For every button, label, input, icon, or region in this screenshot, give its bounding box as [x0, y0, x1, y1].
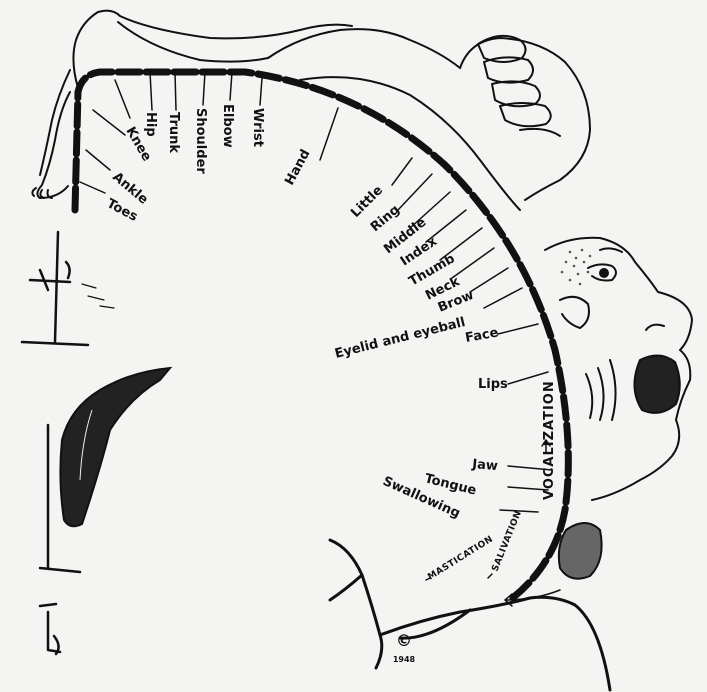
arrows [425, 439, 561, 607]
body-part-labels: Toes Ankle Knee Hip Trunk Shoulder Elbow… [104, 104, 557, 583]
label-ring: Ring [368, 202, 403, 235]
label-eyelid-eyeball: Eyelid and eyeball [333, 315, 467, 362]
copyright-symbol: © [396, 631, 412, 650]
leg-figure [31, 9, 353, 199]
face-figure [544, 236, 693, 501]
label-vocalization: VOCALIZATION [542, 380, 557, 500]
label-hip: Hip [143, 112, 158, 137]
label-trunk: Trunk [166, 112, 181, 153]
dash-marks [81, 283, 115, 309]
arrow-vocalization [541, 439, 551, 453]
label-elbow: Elbow [220, 104, 235, 148]
arm-hand-figure [267, 28, 591, 211]
tongue-lobe [557, 522, 603, 580]
label-shoulder: Shoulder [193, 108, 208, 174]
brow-stipple [560, 248, 592, 286]
arrow-bottom [504, 589, 561, 607]
cerebellum-shape [59, 366, 173, 528]
arrow-mastication-tip [425, 577, 431, 581]
leader-lines [79, 71, 553, 513]
label-mastication: MASTICATION [426, 534, 495, 582]
label-wrist: Wrist [250, 108, 265, 147]
copyright-mark: © 1948 [393, 631, 416, 664]
copyright-year: 1948 [393, 655, 416, 664]
label-jaw: Jaw [471, 457, 499, 474]
cortex-strip [71, 68, 572, 604]
arrow-salivation-tip [487, 573, 493, 579]
label-salivation: SALIVATION [491, 509, 525, 573]
left-fragments [20, 230, 90, 656]
label-lips: Lips [478, 377, 508, 392]
label-hand: Hand [282, 147, 313, 188]
label-face: Face [464, 325, 500, 346]
